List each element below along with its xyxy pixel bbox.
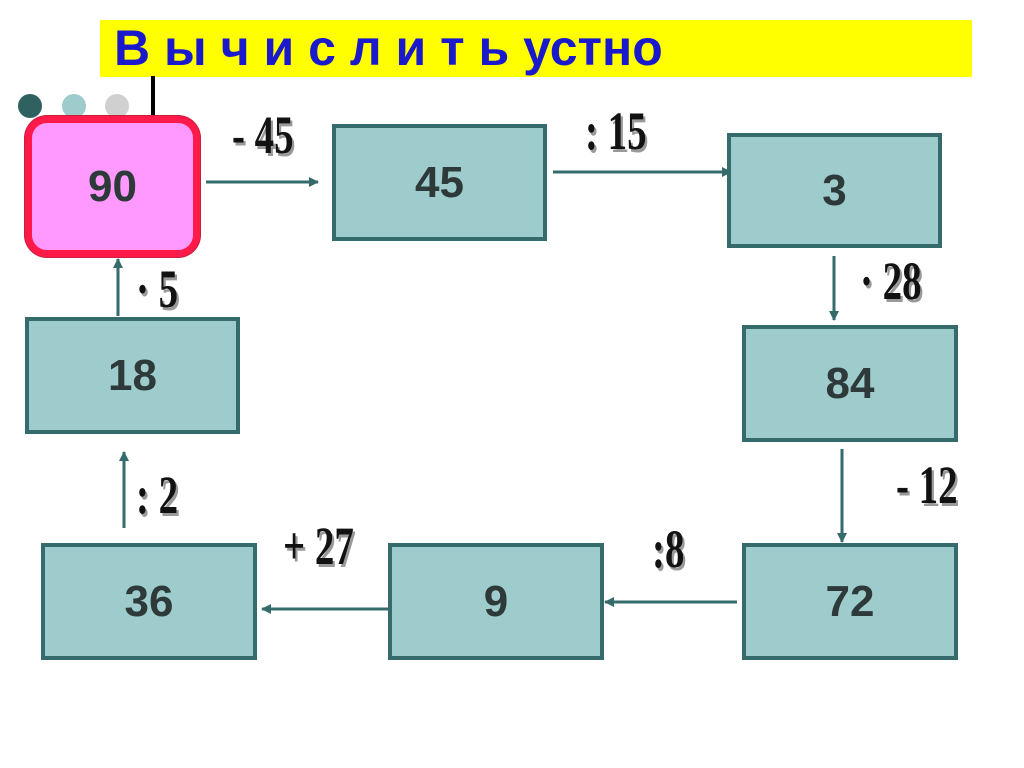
number-box-3: 3 [727,133,942,248]
number-box-45: 45 [332,124,547,241]
number-box-84: 84 [742,325,958,442]
operation-divide-8: :8 [652,519,685,579]
operation-minus-45: - 45 [232,105,294,165]
number-box-18: 18 [25,317,240,434]
decor-dot-mid [62,94,86,118]
number-box-9: 9 [388,543,604,660]
number-box-90: 90 [25,116,200,257]
decor-dot-dark [18,94,42,118]
number-box-72: 72 [742,543,958,660]
operation-divide-2: : 2 [136,465,179,525]
title-accent-line [151,76,155,118]
operation-plus-27: + 27 [283,516,354,576]
operation-minus-12: - 12 [896,455,958,515]
decor-dot-light [105,94,129,118]
number-box-36: 36 [41,543,257,660]
operation-divide-15: : 15 [585,101,647,161]
slide-title: В ы ч и с л и т ь устно [100,20,972,77]
operation-multiply-28: · 28 [860,251,922,311]
operation-multiply-5: · 5 [136,259,179,319]
